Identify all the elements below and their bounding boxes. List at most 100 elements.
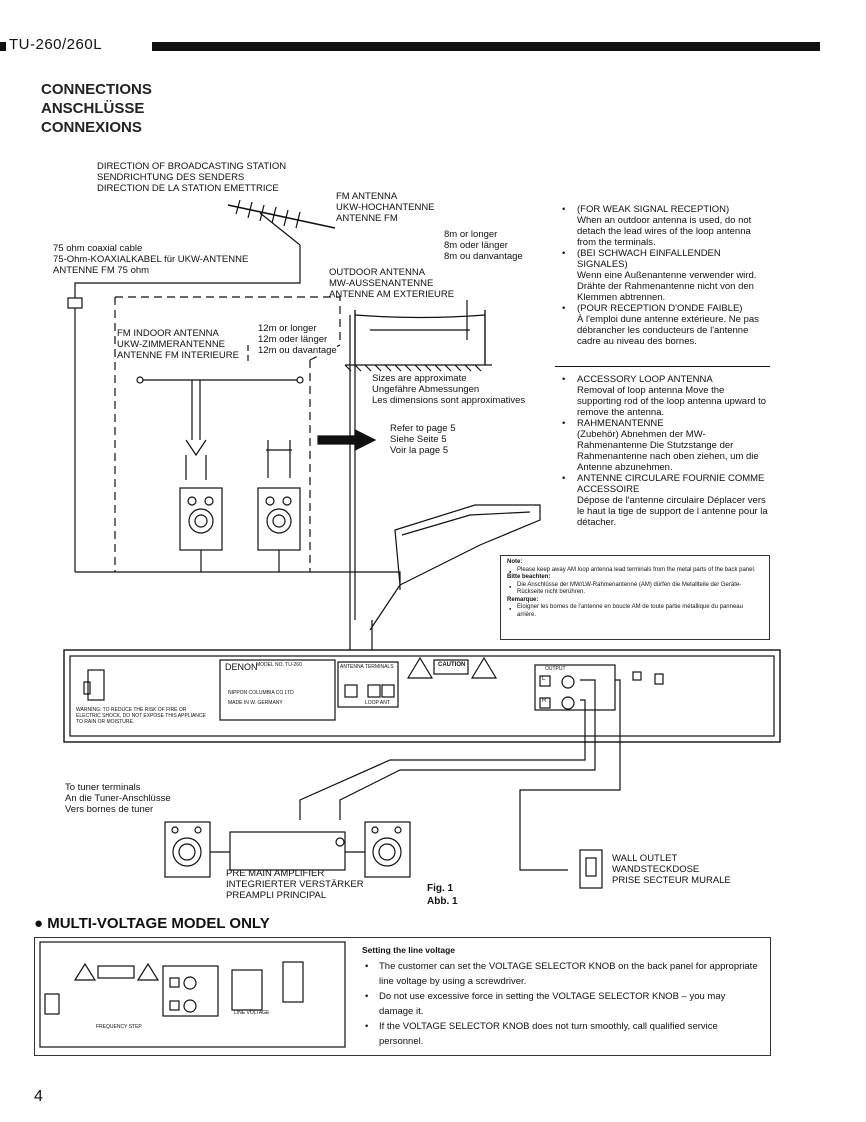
eight-m-fr: 8m ou danvantage (444, 251, 523, 262)
note-box: Note: Please keep away AM loop antenna l… (500, 555, 770, 640)
direction-en: DIRECTION OF BROADCASTING STATION (97, 161, 287, 172)
note-title: ANTENNE CIRCULARE FOURNIE COMME ACCESSOI… (577, 473, 765, 495)
panel-caution: CAUTION (438, 662, 466, 668)
heading-en: CONNECTIONS (41, 81, 152, 98)
fm-indoor-de: UKW-ZIMMERANTENNE (117, 339, 226, 350)
loop-item: ACCESSORY LOOP ANTENNA Removal of loop a… (560, 374, 770, 418)
header-bar (152, 42, 820, 51)
loop-item: ANTENNE CIRCULARE FOURNIE COMME ACCESSOI… (560, 473, 770, 528)
page-number: 4 (34, 1088, 43, 1105)
note-de: Die Anschlüsse der MW/LW-Rahmenantenne (… (507, 582, 763, 597)
divider (555, 366, 770, 367)
figure-label: Fig. 1 Abb. 1 (427, 882, 458, 908)
fm-antenna-de: UKW-HOCHANTENNE (336, 202, 435, 213)
panel-model: MODEL NO. TU-260 (256, 662, 302, 668)
fm-antenna-labels: FM ANTENNA UKW-HOCHANTENNE ANTENNE FM (336, 191, 435, 224)
sizes-de: Ungefähre Abmessungen (372, 384, 480, 395)
eight-m-de: 8m oder länger (444, 240, 508, 251)
outdoor-fr: ANTENNE AM EXTERIEURE (329, 289, 455, 300)
note-title: RAHMENANTENNE (577, 418, 664, 429)
heading-de: ANSCHLÜSSE (41, 100, 145, 117)
note-title: ACCESSORY LOOP ANTENNA (577, 374, 713, 385)
refer-labels: Refer to page 5 Siehe Seite 5 Voir la pa… (390, 423, 456, 456)
note-fr: Eloigner les bornes de l'antenne en bouc… (507, 604, 763, 619)
loop-antenna-notes: ACCESSORY LOOP ANTENNA Removal of loop a… (560, 374, 770, 528)
sizes-fr: Les dimensions sont approximatives (372, 395, 526, 406)
note-title: (POUR RECEPTION D'ONDE FAIBLE) (577, 303, 743, 314)
panel-l: L (542, 676, 546, 682)
tuner-terminals-labels: To tuner terminals An die Tuner-Anschlüs… (65, 782, 171, 815)
note-title: (BEI SCHWACH EINFALLENDEN SIGNALES) (577, 248, 721, 270)
refer-en: Refer to page 5 (390, 423, 456, 434)
outdoor-en: OUTDOOR ANTENNA (329, 267, 426, 278)
weak-signal-item: (FOR WEAK SIGNAL RECEPTION) When an outd… (560, 204, 770, 248)
twelve-m-fr: 12m ou davantage (258, 345, 337, 356)
coax-labels: 75 ohm coaxial cable 75-Ohm-KOAXIALKABEL… (53, 243, 248, 276)
panel-maker: NIPPON COLUMBIA CO LTD (228, 690, 294, 696)
pre-main-labels: PRE MAIN AMPLIFIER INTEGRIERTER VERSTÄRK… (226, 868, 364, 901)
note-text: (Zubehör) Abnehmen der MW-Rahmenantenne … (577, 429, 759, 473)
wall-outlet-en: WALL OUTLET (612, 853, 678, 864)
note-text: À l'emploi dune antenne extérieure. Ne p… (577, 314, 759, 347)
tuner-fr: Vers bornes de tuner (65, 804, 154, 815)
note-title: (FOR WEAK SIGNAL RECEPTION) (577, 204, 730, 215)
instruction-item: If the VOLTAGE SELECTOR KNOB does not tu… (362, 1019, 762, 1049)
panel-brand: DENON (225, 662, 258, 672)
instruction-item: Do not use excessive force in setting th… (362, 989, 762, 1019)
sizes-labels: Sizes are approximate Ungefähre Abmessun… (372, 373, 525, 406)
coax-de: 75-Ohm-KOAXIALKABEL für UKW-ANTENNE (53, 254, 249, 265)
fm-indoor-fr: ANTENNE FM INTERIEURE (117, 350, 239, 361)
panel-made-in: MADE IN W. GERMANY (228, 700, 283, 706)
sizes-en: Sizes are approximate (372, 373, 467, 384)
fm-antenna-en: FM ANTENNA (336, 191, 398, 202)
tuner-de: An die Tuner-Anschlüsse (65, 793, 171, 804)
figure-de: Abb. 1 (427, 896, 458, 907)
direction-de: SENDRICHTUNG DES SENDERS (97, 172, 245, 183)
note-title: Note: (507, 559, 523, 565)
eight-m-labels: 8m or longer 8m oder länger 8m ou danvan… (444, 229, 523, 262)
fm-indoor-en: FM INDOOR ANTENNA (117, 328, 219, 339)
note-text: Dépose de l'antenne circulaire Déplacer … (577, 495, 768, 528)
panel-loop-ant: LOOP ANT. (365, 700, 391, 706)
line-voltage-instructions: Setting the line voltage The customer ca… (362, 945, 762, 1049)
wall-outlet-labels: WALL OUTLET WANDSTECKDOSE PRISE SECTEUR … (612, 853, 731, 886)
note-text: When an outdoor antenna is used, do not … (577, 215, 752, 248)
eight-m-en: 8m or longer (444, 229, 498, 240)
note-fr-title: Remarque: (507, 596, 539, 603)
multi-voltage-box (34, 937, 771, 1056)
outdoor-labels: OUTDOOR ANTENNA MW-AUSSENANTENNE ANTENNE… (329, 267, 454, 300)
tuner-en: To tuner terminals (65, 782, 141, 793)
weak-signal-notes: (FOR WEAK SIGNAL RECEPTION) When an outd… (560, 204, 770, 347)
frequency-step-label: FREQUENCY STEP (96, 1024, 142, 1030)
pre-main-en: PRE MAIN AMPLIFIER (226, 868, 325, 879)
figure-en: Fig. 1 (427, 883, 454, 894)
panel-antenna-terminals: ANTENNA TERMINALS (340, 664, 394, 670)
twelve-m-en: 12m or longer (258, 323, 317, 334)
refer-de: Siehe Seite 5 (390, 434, 447, 445)
direction-labels: DIRECTION OF BROADCASTING STATION SENDRI… (97, 161, 286, 194)
fm-antenna-fr: ANTENNE FM (336, 213, 398, 224)
model-title: TU-260/260L (9, 36, 103, 53)
note-de-title: Bitte beachten: (507, 574, 551, 580)
weak-signal-item: (BEI SCHWACH EINFALLENDEN SIGNALES) Wenn… (560, 248, 770, 303)
direction-fr: DIRECTION DE LA STATION EMETTRICE (97, 183, 279, 194)
setting-title: Setting the line voltage (362, 945, 456, 955)
instruction-item: The customer can set the VOLTAGE SELECTO… (362, 959, 762, 989)
pre-main-de: INTEGRIERTER VERSTÄRKER (226, 879, 364, 890)
twelve-m-de: 12m oder länger (258, 334, 328, 345)
refer-fr: Voir la page 5 (390, 445, 449, 456)
outdoor-de: MW-AUSSENANTENNE (329, 278, 434, 289)
header-bar (0, 42, 6, 51)
wall-outlet-fr: PRISE SECTEUR MURALE (612, 875, 731, 886)
twelve-m-labels: 12m or longer 12m oder länger 12m ou dav… (258, 323, 337, 356)
line-voltage-label: LINE VOLTAGE (234, 1010, 270, 1016)
panel-warning: WARNING: TO REDUCE THE RISK OF FIRE OR E… (76, 707, 206, 725)
note-en: Please keep away AM loop antenna lead te… (507, 567, 763, 575)
coax-en: 75 ohm coaxial cable (53, 243, 143, 254)
panel-r: R (542, 698, 547, 704)
panel-output: OUTPUT (545, 666, 566, 672)
fm-indoor-labels: FM INDOOR ANTENNA UKW-ZIMMERANTENNE ANTE… (117, 328, 239, 361)
pre-main-fr: PREAMPLI PRINCIPAL (226, 890, 327, 901)
coax-fr: ANTENNE FM 75 ohm (53, 265, 150, 276)
